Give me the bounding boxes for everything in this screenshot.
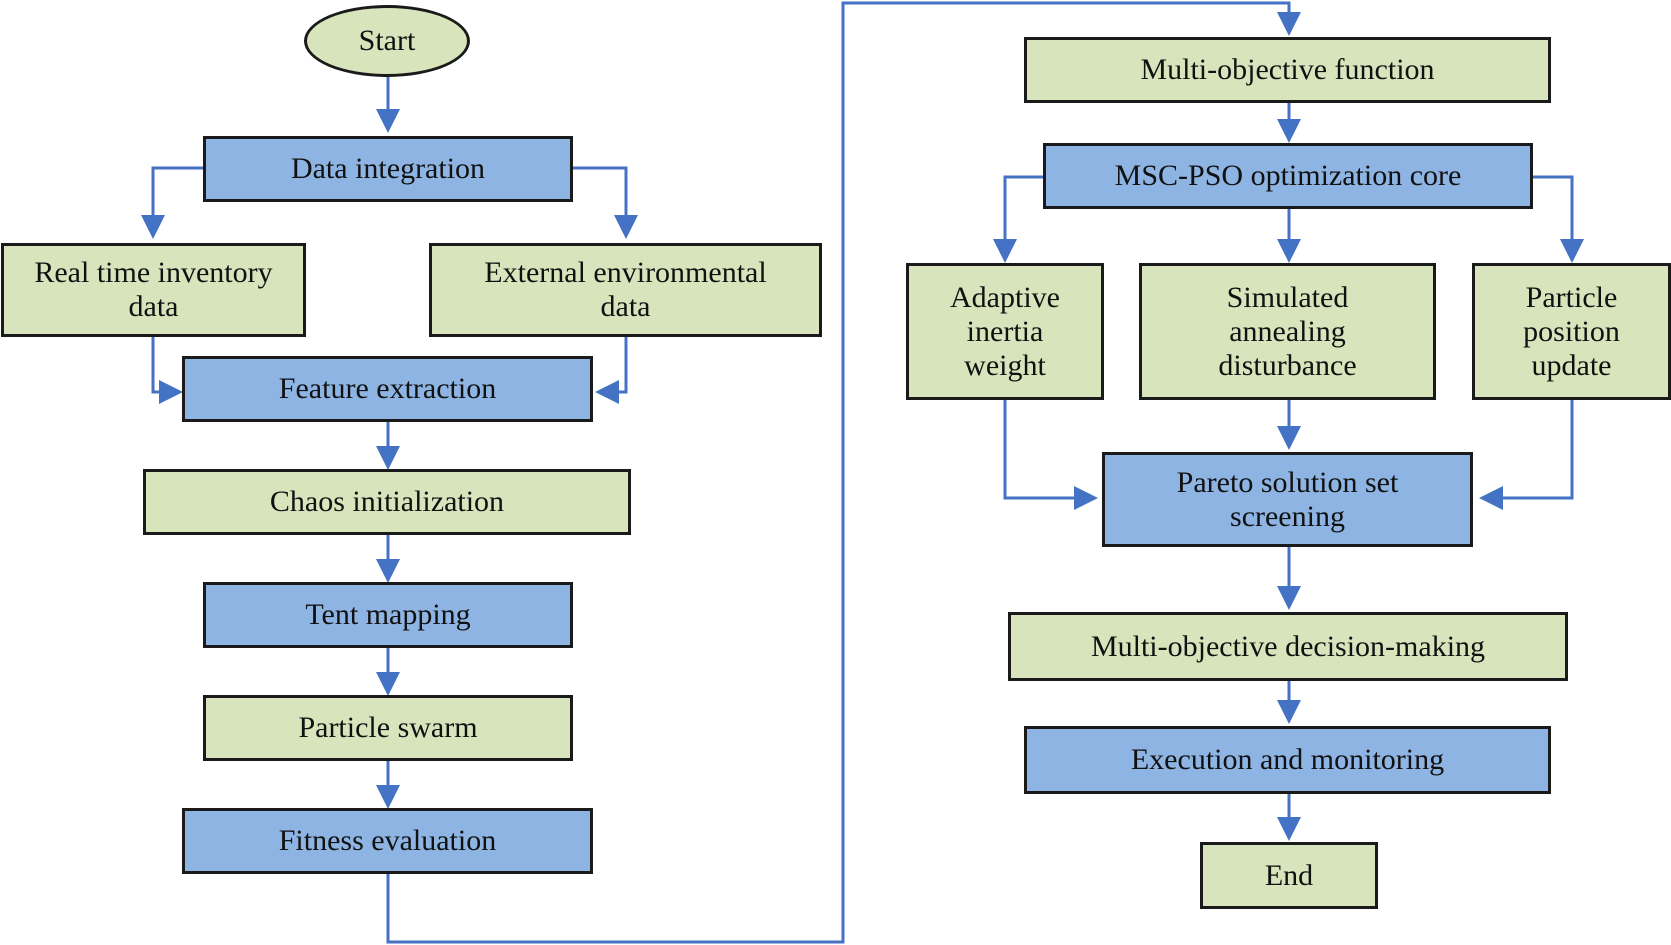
msc-pso-core-node: MSC-PSO optimization core	[1043, 143, 1533, 209]
adaptive-inertia-weight-node: Adaptive inertia weight	[906, 263, 1104, 400]
external-environmental-node: External environmental data	[429, 243, 822, 337]
chaos-initialization-node: Chaos initialization	[143, 469, 631, 535]
end-node: End	[1200, 842, 1378, 909]
arrow-realtime-to-feature	[151, 337, 183, 404]
fitness-evaluation-node: Fitness evaluation	[182, 808, 593, 874]
realtime-inventory-node: Real time inventory data	[1, 243, 306, 337]
arrow-core-to-position	[1531, 175, 1584, 263]
pareto-screening-node: Pareto solution set screening	[1102, 452, 1473, 547]
simulated-annealing-node: Simulated annealing disturbance	[1139, 263, 1436, 400]
multi-objective-decision-node: Multi-objective decision-making	[1008, 612, 1568, 681]
particle-position-update-node: Particle position update	[1472, 263, 1671, 400]
arrow-data-integration-to-external	[571, 166, 638, 239]
tent-mapping-node: Tent mapping	[203, 582, 573, 648]
feature-extraction-node: Feature extraction	[182, 356, 593, 422]
arrow-data-integration-to-realtime	[141, 166, 205, 239]
arrow-fitness-to-multi-objective	[386, 1, 1301, 944]
arrow-external-to-feature	[595, 337, 628, 404]
arrow-adaptive-to-pareto	[1003, 400, 1098, 510]
multi-objective-function-node: Multi-objective function	[1024, 37, 1551, 103]
data-integration-node: Data integration	[203, 136, 573, 202]
arrow-core-to-adaptive	[993, 175, 1045, 263]
particle-swarm-node: Particle swarm	[203, 695, 573, 761]
start-node: Start	[304, 5, 470, 77]
execution-monitoring-node: Execution and monitoring	[1024, 726, 1551, 794]
arrow-position-to-pareto	[1479, 400, 1574, 510]
